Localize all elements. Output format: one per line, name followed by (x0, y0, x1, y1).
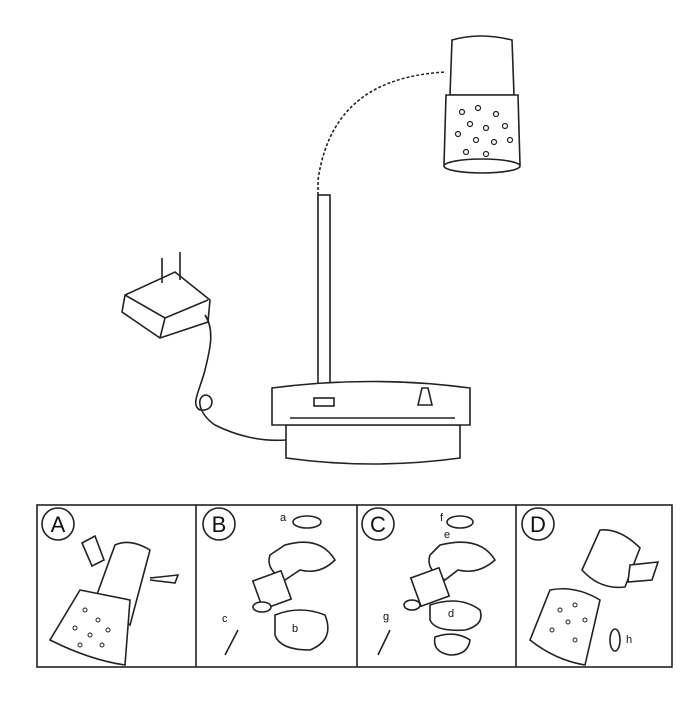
step-b: B a c b (202, 507, 337, 656)
step-d: D h (521, 507, 660, 666)
step-label-b: B (212, 512, 227, 537)
callout-h: h (626, 634, 632, 646)
step-label-a: A (51, 512, 66, 537)
gooseneck (313, 67, 447, 200)
step-label-d: D (530, 512, 546, 537)
callout-c: c (222, 613, 228, 625)
callout-e-top: e (444, 529, 450, 541)
assembly-steps-panel (36, 504, 673, 668)
callout-a: a (280, 512, 287, 524)
switch-icon (416, 387, 434, 406)
step-c: C f e g d (361, 507, 497, 656)
callout-d: d (448, 608, 454, 620)
lamp-base (271, 380, 471, 465)
lamp-shade (443, 35, 521, 174)
callout-g: g (383, 611, 389, 623)
step-a: A (41, 507, 180, 666)
step-label-c: C (370, 512, 386, 537)
callout-b: b (292, 623, 298, 635)
lamp-rod (317, 194, 331, 401)
power-adapter (121, 252, 287, 442)
callout-f: f (440, 512, 444, 524)
